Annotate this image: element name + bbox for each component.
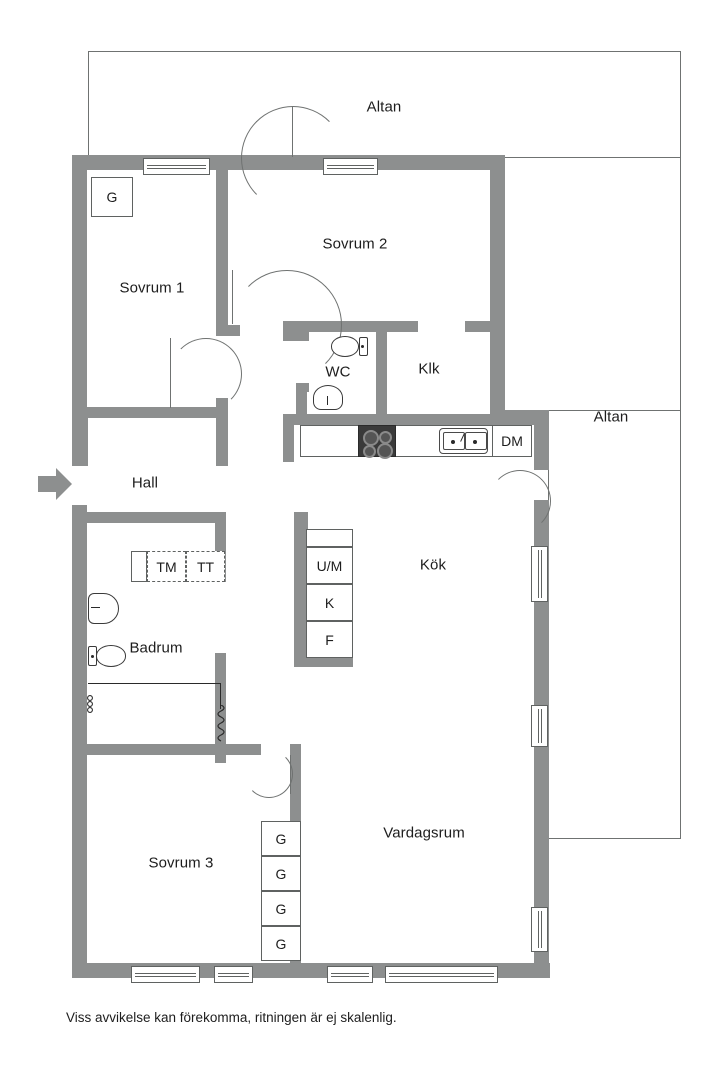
interior-wall-sovrum1-sovrum2-stub [216, 325, 240, 336]
altan-right-outline-right [680, 158, 681, 838]
room-label-altan-right: Altan [593, 408, 629, 426]
appliance-tt: TT [186, 551, 225, 582]
kitchen-unit-blank [306, 529, 353, 547]
sink-drain-left [451, 440, 455, 444]
interior-wall-hall-bottom [80, 512, 226, 523]
shower-icon [217, 705, 225, 742]
closet-sovrum3-1: G [261, 821, 301, 856]
interior-wall-badrum-right-upper [215, 512, 226, 582]
door-arc-sovrum2-hall [232, 270, 342, 380]
window-vardagsrum-right-1 [531, 705, 548, 747]
interior-wall-hall-kitchen-left [283, 414, 294, 462]
altan-right-outline-left [548, 470, 549, 500]
shower-rail-top [88, 683, 221, 684]
interior-wall-sovrum3-door-jamb [290, 744, 301, 772]
closet-sovrum1: G [91, 177, 133, 217]
door-jamb-kok-altan [548, 470, 549, 471]
door-arc-sovrum1-hall [170, 338, 242, 410]
interior-wall-kitchen-island [294, 512, 308, 667]
appliance-tm-label: TM [156, 558, 177, 575]
interior-wall-klk-top-right [465, 321, 490, 332]
appliance-tm: TM [147, 551, 186, 582]
window-sovrum3-bottom-2 [214, 966, 253, 983]
entrance-arrow-icon [38, 468, 72, 500]
closet-sovrum3-3: G [261, 891, 301, 926]
room-label-badrum: Badrum [129, 639, 183, 657]
window-vardagsrum-right-2 [531, 907, 548, 952]
appliance-tt-label: TT [196, 558, 215, 575]
kitchen-unit-um-label: U/M [316, 557, 343, 574]
interior-wall-sovrum1-sovrum2 [216, 170, 228, 325]
kitchen-unit-k-label: K [324, 594, 335, 611]
interior-wall-hall-top-left-stub [80, 418, 88, 466]
stove-icon [358, 425, 396, 459]
plan-caption: Viss avvikelse kan förekomma, ritningen … [66, 1010, 397, 1025]
toilet-icon [96, 645, 126, 667]
closet-sovrum3-4: G [261, 926, 301, 961]
exterior-wall-right-upper [490, 155, 505, 415]
appliance-dm: DM [492, 425, 532, 457]
washbasin-icon [88, 593, 119, 624]
room-label-klk: Klk [418, 360, 440, 378]
washbasin-drain [327, 396, 328, 405]
closet-sovrum3-2-label: G [275, 865, 287, 882]
room-label-hall: Hall [131, 474, 159, 492]
room-label-kok: Kök [419, 556, 447, 574]
interior-wall-kitchen-island-foot [294, 655, 353, 667]
window-sovrum1-top [143, 158, 210, 175]
kitchen-unit-f-label: F [325, 631, 334, 648]
window-kok-right-1 [531, 546, 548, 602]
door-arc-kok-altan [489, 470, 551, 532]
room-label-vardagsrum: Vardagsrum [383, 824, 465, 842]
exterior-wall-right-main [534, 410, 549, 470]
interior-wall-sovrum1-bottom [80, 407, 228, 418]
interior-wall-kitchen-counter-back [283, 414, 534, 425]
interior-wall-wc-klk-divider [376, 332, 387, 414]
washbasin-icon [313, 385, 343, 410]
shower-mixer-icon [87, 695, 93, 713]
room-label-sovrum1: Sovrum 1 [119, 279, 185, 297]
room-label-sovrum2: Sovrum 2 [322, 235, 388, 253]
closet-sovrum3-1-label: G [275, 830, 287, 847]
interior-wall-wc-left-stub [296, 383, 309, 392]
altan-right-outline-top [548, 410, 681, 411]
interior-wall-sovrum3-top [80, 744, 261, 755]
kitchen-unit-k: K [306, 584, 353, 621]
door-leaf-sovrum2-hall [232, 270, 233, 324]
altan-top-outline-right [680, 51, 681, 158]
closet-sovrum3-4-label: G [275, 935, 287, 952]
stove-burner [363, 445, 376, 458]
sink-drain-right [473, 440, 477, 444]
toilet-flush-button [91, 655, 94, 658]
closet-sovrum3-3-label: G [275, 900, 287, 917]
exterior-wall-left-upper [72, 155, 87, 466]
altan-top-outline-left [88, 51, 89, 157]
closet-sovrum3-2: G [261, 856, 301, 891]
interior-wall-wc-klk-top [283, 321, 418, 332]
kitchen-unit-um: U/M [306, 547, 353, 584]
toilet-flush-button [361, 345, 364, 348]
window-sovrum3-bottom-1 [131, 966, 200, 983]
room-label-wc: WC [325, 363, 351, 381]
door-arc-sovrum3 [245, 750, 293, 798]
laundry-bench [131, 551, 147, 582]
stove-burner [377, 443, 393, 459]
room-label-sovrum3: Sovrum 3 [148, 854, 214, 872]
window-vardagsrum-bottom-1 [327, 966, 373, 983]
room-label-altan-top: Altan [366, 98, 402, 116]
window-vardagsrum-bottom-2 [385, 966, 498, 983]
toilet-icon [331, 336, 359, 357]
shower-rail-side [220, 683, 221, 709]
door-arc-sovrum2-altan [241, 106, 345, 210]
closet-sovrum1-label: G [106, 189, 118, 205]
interior-wall-wc-left [296, 383, 307, 414]
exterior-wall-left-lower [72, 505, 87, 978]
washbasin-tap [91, 607, 100, 608]
altan-right-outline-bottom [548, 838, 681, 839]
altan-top-outline-top [88, 51, 681, 52]
stove-burner [363, 430, 379, 446]
kitchen-unit-f: F [306, 621, 353, 658]
kitchen-sink-icon [439, 428, 488, 454]
appliance-dm-label: DM [501, 433, 523, 449]
